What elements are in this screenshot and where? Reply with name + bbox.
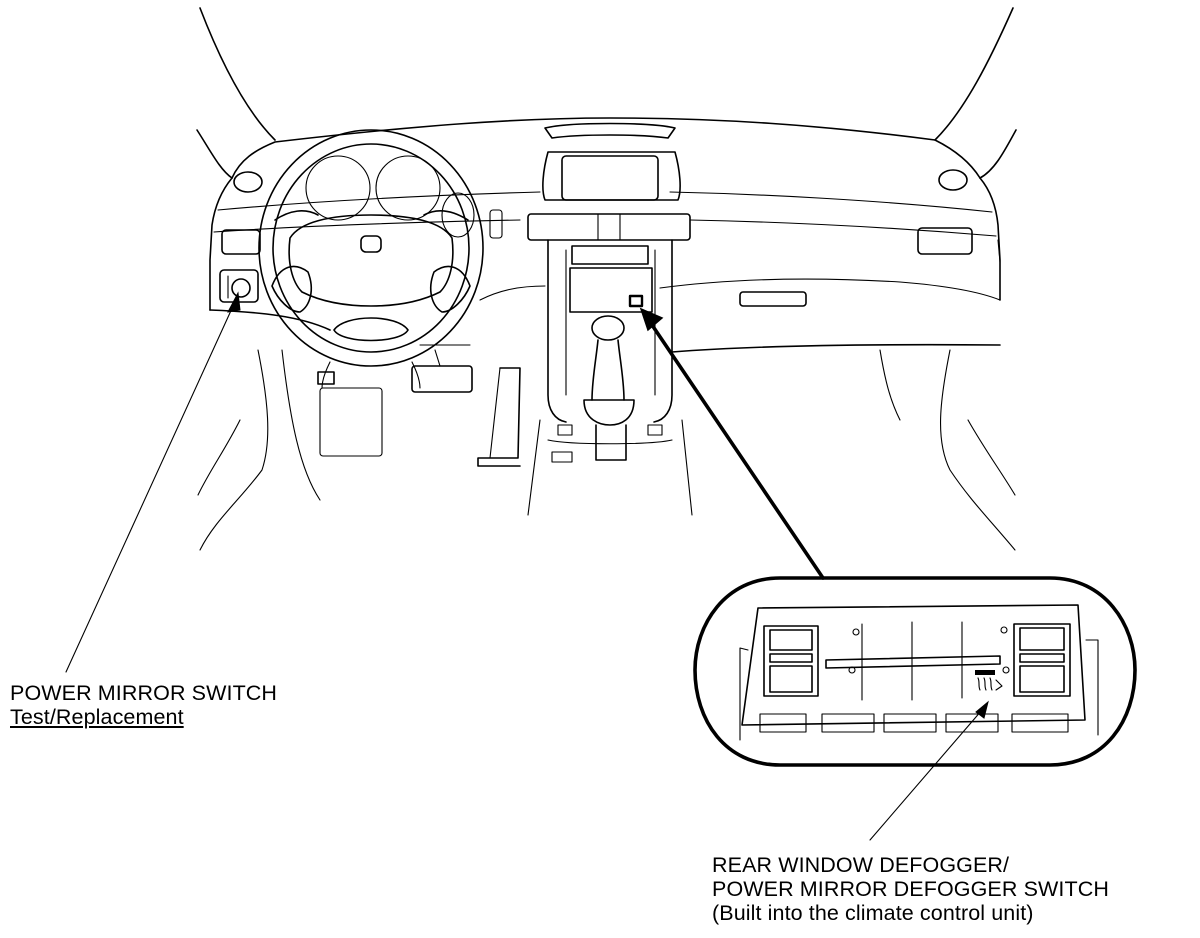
power-mirror-switch-location <box>219 269 259 303</box>
power-mirror-switch-title: POWER MIRROR SWITCH <box>10 681 278 705</box>
dashboard-top <box>209 117 1001 311</box>
defogger-button-icon <box>975 670 1003 691</box>
steering-wheel <box>258 129 503 389</box>
defogger-switch-line-1: REAR WINDOW DEFOGGER/ <box>712 853 1010 877</box>
side-vents <box>221 227 1001 307</box>
lower-dash <box>209 278 1001 353</box>
leader-lines <box>65 291 989 841</box>
defogger-switch-line-2: POWER MIRROR DEFOGGER SWITCH <box>712 877 1109 901</box>
center-console <box>527 151 693 516</box>
defogger-switch-label: REAR WINDOW DEFOGGER/ POWER MIRROR DEFOG… <box>712 853 1109 925</box>
test-replacement-link[interactable]: Test/Replacement <box>10 705 184 729</box>
climate-control-detail <box>693 576 1137 767</box>
a-pillars <box>196 7 1017 179</box>
defogger-switch-line-3: (Built into the climate control unit) <box>712 901 1034 925</box>
power-mirror-switch-label: POWER MIRROR SWITCH Test/Replacement <box>10 681 277 729</box>
floor <box>197 349 1016 551</box>
